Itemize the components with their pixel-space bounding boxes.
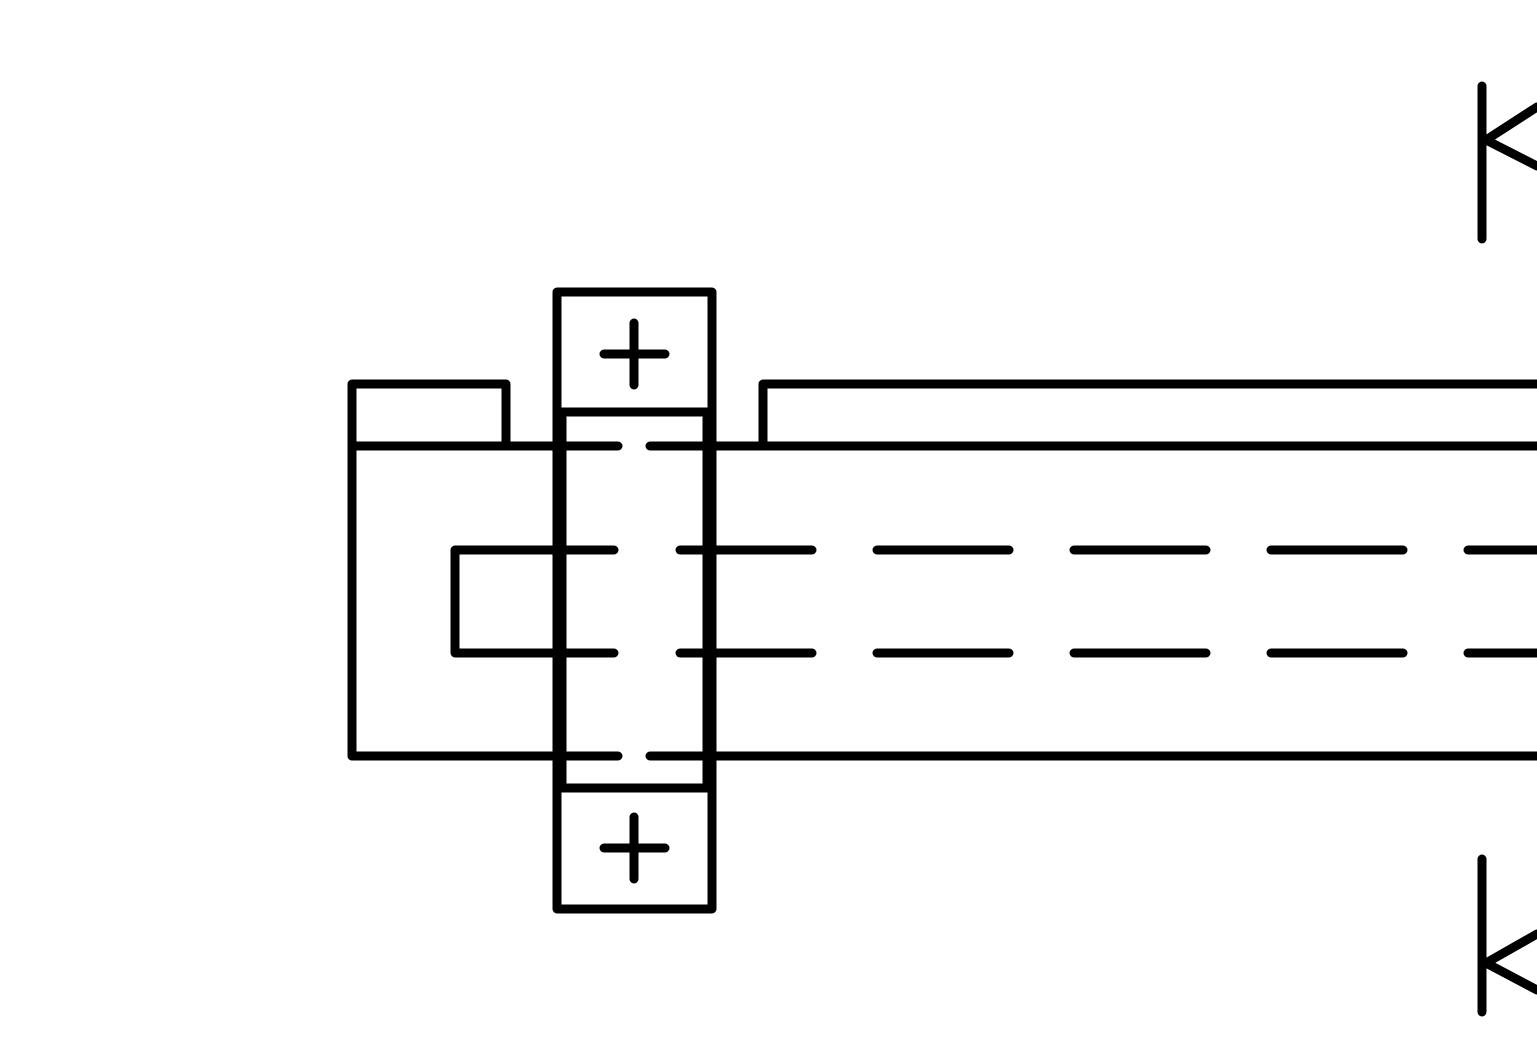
bottom-mounting-screw xyxy=(599,812,670,884)
right-top-rail xyxy=(758,379,1537,451)
mounting-bracket xyxy=(552,287,717,914)
left-top-tab xyxy=(347,379,511,451)
hidden-bore-end xyxy=(450,545,619,658)
section-arrow-top xyxy=(1477,81,1537,244)
section-arrow-bottom xyxy=(1477,854,1537,1017)
top-mounting-screw xyxy=(599,318,670,390)
